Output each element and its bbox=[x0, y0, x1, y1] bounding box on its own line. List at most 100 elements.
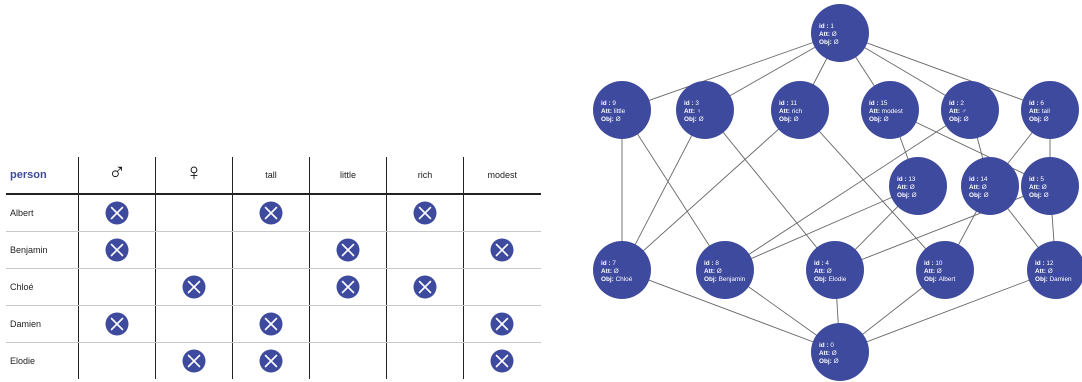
lattice-node-circle bbox=[861, 81, 919, 139]
lattice-edge bbox=[621, 32, 841, 111]
attribute-cell bbox=[309, 268, 387, 306]
attribute-cell bbox=[155, 194, 233, 232]
node-attribute-text: Att: Ø bbox=[1029, 184, 1047, 191]
female-symbol-icon: ♀ bbox=[185, 159, 203, 186]
circled-x-icon bbox=[182, 275, 206, 299]
attribute-cell bbox=[309, 305, 387, 343]
lattice-edge bbox=[839, 32, 1051, 111]
attribute-cell bbox=[386, 342, 464, 379]
attribute-cell bbox=[386, 268, 464, 306]
node-attribute-text: Att: Ø bbox=[814, 268, 832, 275]
node-id-text: id : 3 bbox=[684, 100, 699, 107]
node-attribute-text: Att: Ø bbox=[601, 268, 619, 275]
node-attribute-text: Att: ♂ bbox=[949, 108, 967, 115]
attribute-cell bbox=[78, 305, 156, 343]
lattice-node-circle bbox=[1021, 81, 1079, 139]
node-id-text: id : 14 bbox=[969, 176, 988, 183]
node-id-text: id : 2 bbox=[949, 100, 964, 107]
node-object-text: Obj: Ø bbox=[949, 116, 969, 123]
table-row: Chloé bbox=[6, 268, 541, 306]
attribute-cell bbox=[463, 194, 541, 232]
node-attribute-text: Att: tall bbox=[1029, 108, 1050, 115]
attribute-cell bbox=[463, 231, 541, 269]
node-id-text: id : 9 bbox=[601, 100, 616, 107]
node-id-text: id : 1 bbox=[819, 23, 834, 30]
person-name-cell: Elodie bbox=[10, 356, 36, 366]
attribute-cell bbox=[386, 194, 464, 232]
attribute-cell bbox=[155, 268, 233, 306]
attribute-header-female: ♀ bbox=[155, 157, 233, 195]
attribute-cell bbox=[155, 342, 233, 379]
attribute-cell bbox=[386, 305, 464, 343]
node-object-text: Obj: Ø bbox=[819, 358, 839, 365]
attribute-cell bbox=[463, 305, 541, 343]
formal-context-table: person ♂ ♀ tall little rich modest Alber… bbox=[6, 157, 541, 379]
attribute-cell bbox=[155, 305, 233, 343]
person-column-header: person bbox=[6, 157, 79, 195]
attribute-cell bbox=[309, 194, 387, 232]
node-object-text: Obj: Ø bbox=[869, 116, 889, 123]
attribute-header-modest: modest bbox=[463, 157, 541, 195]
attribute-cell bbox=[232, 342, 310, 379]
node-attribute-text: Att: Ø bbox=[897, 184, 915, 191]
attribute-cell bbox=[232, 194, 310, 232]
attribute-cell bbox=[78, 194, 156, 232]
node-object-text: Obj: Chloé bbox=[601, 276, 633, 283]
node-object-text: Obj: Elodie bbox=[814, 276, 847, 283]
lattice-node-circle bbox=[811, 4, 869, 62]
lattice-node-circle bbox=[696, 241, 754, 299]
lattice-node-circle bbox=[916, 241, 974, 299]
circled-x-icon bbox=[336, 238, 360, 262]
attribute-cell bbox=[78, 342, 156, 379]
lattice-edge bbox=[799, 109, 946, 271]
circled-x-icon bbox=[413, 201, 437, 225]
circled-x-icon bbox=[336, 275, 360, 299]
lattice-node-circle bbox=[941, 81, 999, 139]
circled-x-icon bbox=[413, 275, 437, 299]
lattice-edge bbox=[621, 109, 801, 271]
attribute-cell bbox=[232, 268, 310, 306]
circled-x-icon bbox=[490, 312, 514, 336]
circled-x-icon bbox=[182, 349, 206, 373]
node-attribute-text: Att: Ø bbox=[819, 350, 837, 357]
node-object-text: Obj: Albert bbox=[924, 276, 955, 283]
lattice-edge bbox=[889, 109, 1051, 187]
node-id-text: id : 10 bbox=[924, 260, 943, 267]
node-attribute-text: Att: little bbox=[601, 108, 626, 115]
table-row: Albert bbox=[6, 194, 541, 232]
node-attribute-text: Att: Ø bbox=[924, 268, 942, 275]
lattice-node-circle bbox=[961, 157, 1019, 215]
node-id-text: id : 5 bbox=[1029, 176, 1044, 183]
node-object-text: Obj: Ø bbox=[684, 116, 704, 123]
node-attribute-text: Att: modest bbox=[869, 108, 903, 115]
node-attribute-text: Att: ♀ bbox=[684, 108, 702, 115]
lattice-node-circle bbox=[1027, 241, 1082, 299]
circled-x-icon bbox=[490, 349, 514, 373]
node-attribute-text: Att: rich bbox=[779, 108, 803, 115]
table-row: Elodie bbox=[6, 342, 541, 379]
lattice-edge bbox=[839, 269, 1057, 353]
node-object-text: Obj: Benjamin bbox=[704, 276, 746, 283]
node-attribute-text: Att: Ø bbox=[1035, 268, 1053, 275]
table-row: Damien bbox=[6, 305, 541, 343]
circled-x-icon bbox=[105, 238, 129, 262]
node-id-text: id : 12 bbox=[1035, 260, 1054, 267]
lattice-edge bbox=[704, 109, 836, 271]
lattice-node-circle bbox=[593, 81, 651, 139]
node-object-text: Obj: Ø bbox=[601, 116, 621, 123]
lattice-node-circle bbox=[676, 81, 734, 139]
node-object-text: Obj: Ø bbox=[897, 192, 917, 199]
node-attribute-text: Att: Ø bbox=[969, 184, 987, 191]
lattice-node-circle bbox=[771, 81, 829, 139]
circled-x-icon bbox=[105, 201, 129, 225]
node-id-text: id : 13 bbox=[897, 176, 916, 183]
